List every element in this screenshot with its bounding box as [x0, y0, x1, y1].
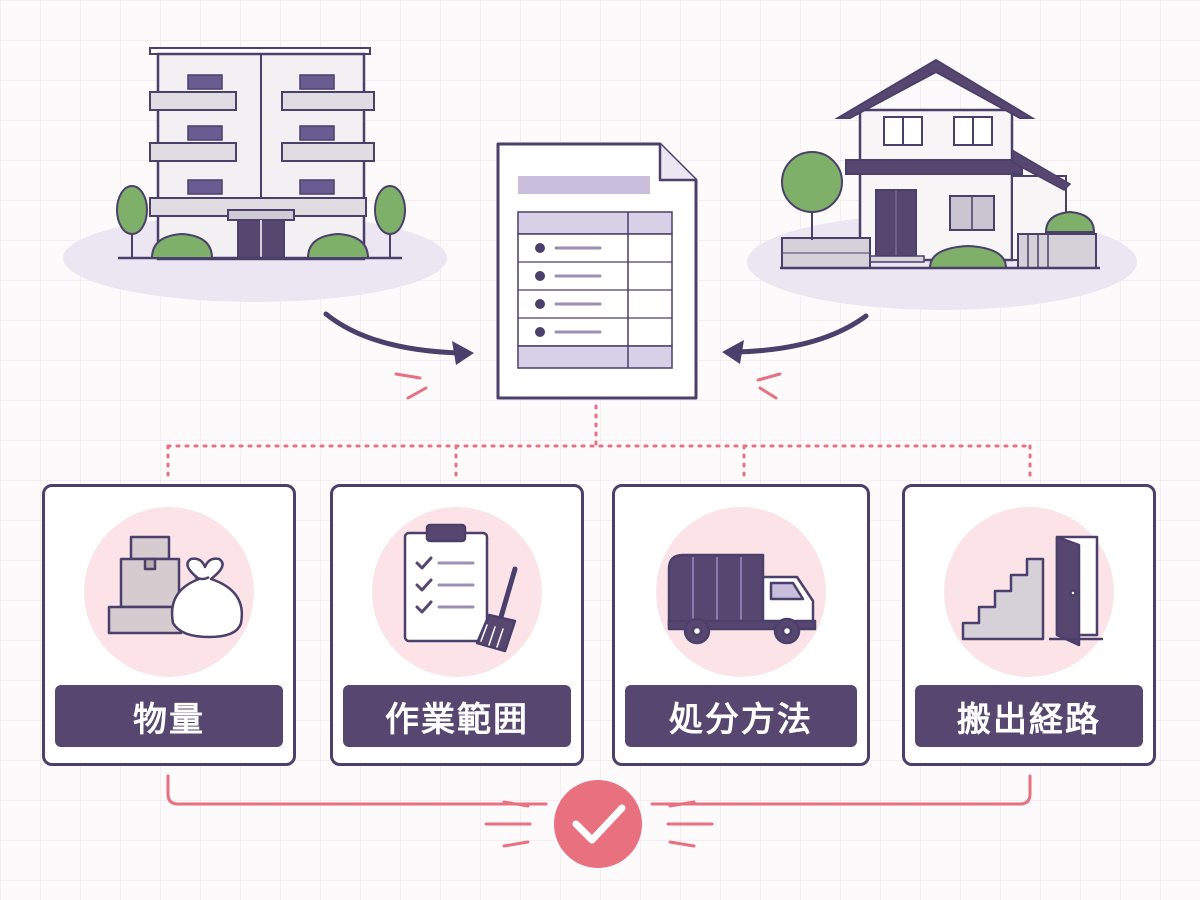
step-label: 搬出経路 [915, 685, 1143, 747]
emphasis-marks-left [394, 372, 428, 400]
check-emphasis-marks [484, 800, 714, 848]
step-card-work-scope: 作業範囲 [330, 484, 584, 766]
step-label: 処分方法 [625, 685, 857, 747]
arrow-left-to-document [323, 311, 474, 365]
bottom-bracket [166, 774, 1032, 806]
checklist-document-icon [496, 142, 698, 400]
step-card-volume: 物量 [42, 484, 296, 766]
checkmark-icon [554, 780, 642, 868]
arrow-right-to-document [722, 313, 869, 364]
step-card-carry-out-route: 搬出経路 [902, 484, 1156, 766]
dotted-connector [166, 404, 1032, 484]
boxes-and-garbage-bag-icon [107, 535, 244, 639]
clipboard-checklist-broom-icon [403, 523, 518, 653]
house-icon [747, 58, 1137, 310]
garbage-truck-icon [667, 553, 817, 645]
step-label: 作業範囲 [343, 685, 571, 747]
step-label: 物量 [55, 685, 283, 747]
emphasis-marks-right [756, 372, 782, 400]
step-card-disposal-method: 処分方法 [612, 484, 870, 766]
stairs-door-icon [961, 535, 1103, 647]
apartment-building-icon [63, 47, 447, 302]
